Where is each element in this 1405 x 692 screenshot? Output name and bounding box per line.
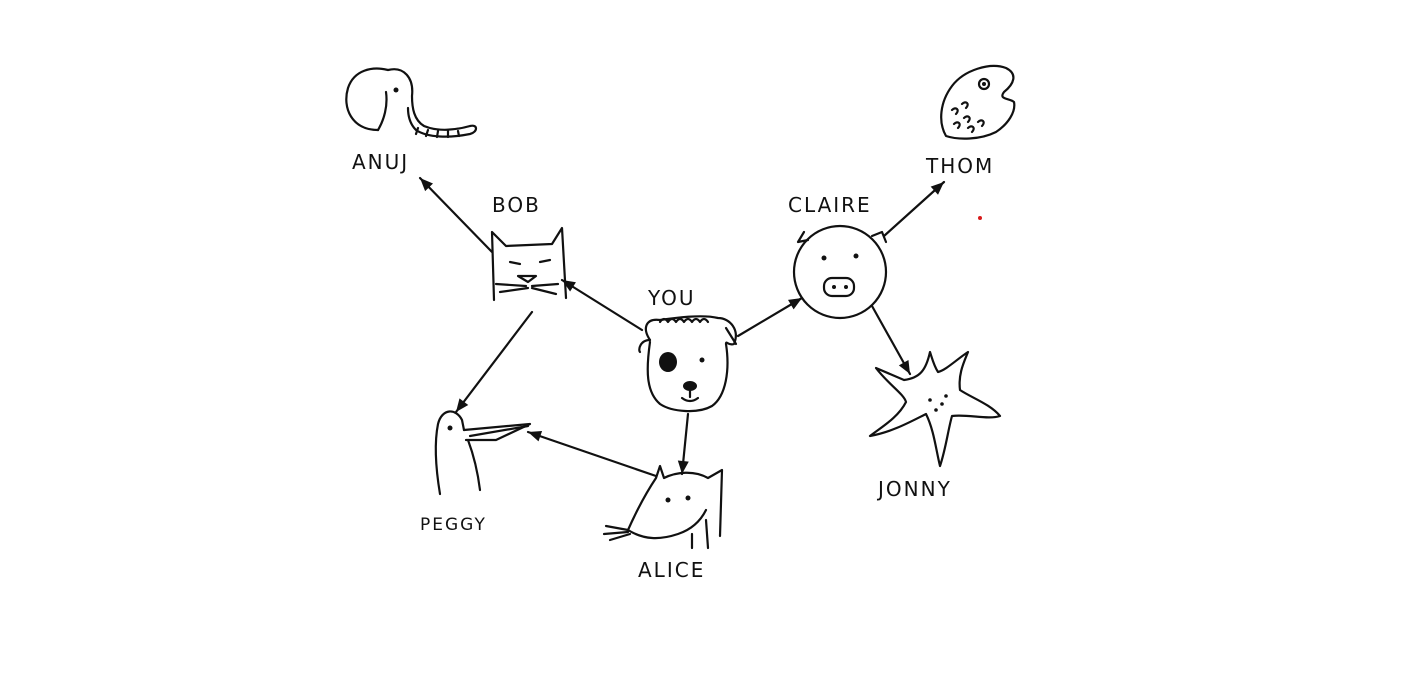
edge-claire-to-thom — [882, 180, 946, 238]
dog-icon — [638, 315, 738, 413]
cat-icon — [490, 226, 568, 302]
elephant-icon — [345, 67, 478, 139]
arrowhead-claire-to-jonny — [898, 359, 910, 374]
fish-icon — [940, 64, 1016, 140]
label-jonny: JONNY — [876, 477, 952, 501]
edge-bob-to-anuj — [418, 176, 494, 254]
red-dot-marker — [978, 216, 982, 220]
node-labels: ANUJ BOB CLAIRE THOM YOU PEGGY JONNY ALI… — [352, 150, 994, 582]
starfish-icon — [868, 350, 1002, 468]
edge-you-to-bob — [560, 278, 644, 332]
label-you: YOU — [647, 286, 696, 310]
edge-bob-to-peggy — [454, 310, 534, 414]
label-bob: BOB — [492, 193, 541, 217]
mouse-icon — [602, 464, 724, 550]
label-alice: ALICE — [638, 558, 705, 582]
pig-icon — [792, 224, 888, 320]
edge-alice-to-peggy — [526, 430, 658, 478]
label-claire: CLAIRE — [788, 193, 872, 217]
bird-icon — [434, 410, 532, 496]
arrowhead-bob-to-peggy — [456, 398, 469, 412]
graph-edges — [418, 176, 946, 478]
arrowhead-alice-to-peggy — [528, 431, 543, 442]
arrowhead-you-to-claire — [788, 298, 802, 310]
label-peggy: PEGGY — [420, 515, 487, 535]
arrowhead-claire-to-thom — [930, 182, 944, 195]
label-thom: THOM — [925, 154, 994, 178]
arrowhead-bob-to-anuj — [420, 178, 434, 192]
label-anuj: ANUJ — [352, 150, 409, 174]
arrowhead-you-to-alice — [677, 460, 689, 474]
